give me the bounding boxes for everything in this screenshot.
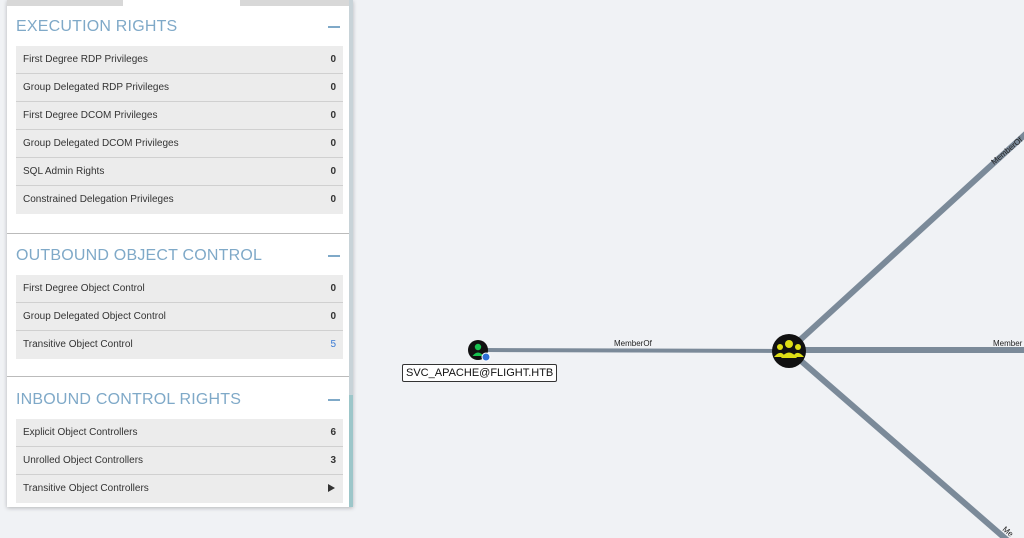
list-item[interactable]: Explicit Object Controllers 6 (16, 419, 343, 447)
section-header[interactable]: OUTBOUND OBJECT CONTROL (7, 229, 349, 265)
row-count: 0 (330, 54, 336, 65)
edge-memberof-main[interactable] (481, 348, 791, 353)
section-divider (7, 376, 353, 377)
row-count: 0 (330, 283, 336, 294)
row-list: First Degree RDP Privileges 0 Group Deleg… (16, 46, 343, 214)
node-info-panel: EXECUTION RIGHTS First Degree RDP Privil… (7, 0, 353, 507)
row-label: Group Delegated Object Control (23, 311, 166, 322)
panel-scrollbar[interactable] (349, 0, 353, 507)
user-node[interactable] (468, 340, 491, 362)
scrollbar-thumb[interactable] (349, 395, 353, 507)
tab-active[interactable] (123, 0, 240, 6)
row-list: First Degree Object Control 0 Group Deleg… (16, 275, 343, 359)
collapse-icon[interactable] (328, 255, 340, 257)
section-title: INBOUND CONTROL RIGHTS (16, 391, 242, 408)
row-label: Transitive Object Control (23, 339, 133, 350)
row-label: Transitive Object Controllers (23, 483, 149, 494)
list-item[interactable]: SQL Admin Rights 0 (16, 158, 343, 186)
owned-badge-icon (481, 352, 491, 362)
list-item[interactable]: Transitive Object Controllers (16, 475, 343, 503)
section-divider (7, 233, 353, 234)
user-icon (474, 343, 482, 351)
edge-label-right: Member (993, 339, 1023, 348)
section-title: OUTBOUND OBJECT CONTROL (16, 247, 263, 264)
row-count: 0 (330, 82, 336, 93)
edge-label-main: MemberOf (614, 339, 653, 348)
row-list: Explicit Object Controllers 6 Unrolled Ob… (16, 419, 343, 503)
collapse-icon[interactable] (328, 399, 340, 401)
tab-left[interactable] (7, 0, 123, 6)
row-count: 0 (330, 166, 336, 177)
list-item[interactable]: First Degree RDP Privileges 0 (16, 46, 343, 74)
section-inbound-control-rights: INBOUND CONTROL RIGHTS Explicit Object C… (7, 373, 349, 503)
row-label: Group Delegated RDP Privileges (23, 82, 170, 93)
tab-right[interactable] (240, 0, 353, 6)
row-label: First Degree Object Control (23, 283, 145, 294)
row-label: Group Delegated DCOM Privileges (23, 138, 179, 149)
edge-memberof-upper[interactable] (797, 130, 1024, 343)
row-count: 3 (330, 455, 336, 466)
edge-label-upper: MemberOf (990, 135, 1024, 167)
section-title: EXECUTION RIGHTS (16, 18, 178, 35)
list-item[interactable]: Constrained Delegation Privileges 0 (16, 186, 343, 214)
group-icon (774, 340, 804, 358)
list-item[interactable]: Group Delegated RDP Privileges 0 (16, 74, 343, 102)
row-label: SQL Admin Rights (23, 166, 105, 177)
list-item[interactable]: Unrolled Object Controllers 3 (16, 447, 343, 475)
row-label: Constrained Delegation Privileges (23, 194, 174, 205)
row-count: 0 (330, 311, 336, 322)
row-label: First Degree RDP Privileges (23, 54, 148, 65)
list-item[interactable]: Transitive Object Control 5 (16, 331, 343, 359)
group-node[interactable] (772, 334, 806, 368)
row-count: 0 (330, 194, 336, 205)
list-item[interactable]: Group Delegated Object Control 0 (16, 303, 343, 331)
edge-memberof-lower[interactable] (798, 357, 1024, 538)
row-label: First Degree DCOM Privileges (23, 110, 158, 121)
row-count: 0 (330, 138, 336, 149)
user-node-label[interactable]: SVC_APACHE@FLIGHT.HTB (402, 364, 558, 382)
section-header[interactable]: EXECUTION RIGHTS (7, 0, 349, 36)
row-count-link[interactable]: 5 (330, 339, 336, 350)
play-arrow-icon[interactable] (328, 484, 335, 492)
section-execution-rights: EXECUTION RIGHTS First Degree RDP Privil… (7, 0, 349, 214)
section-outbound-object-control: OUTBOUND OBJECT CONTROL First Degree Obj… (7, 229, 349, 359)
row-label: Unrolled Object Controllers (23, 455, 144, 466)
panel-tabs (7, 0, 353, 6)
list-item[interactable]: First Degree Object Control 0 (16, 275, 343, 303)
row-count: 6 (330, 427, 336, 438)
user-icon-body (472, 352, 484, 356)
section-header[interactable]: INBOUND CONTROL RIGHTS (7, 373, 349, 409)
row-count: 0 (330, 110, 336, 121)
collapse-icon[interactable] (328, 26, 340, 28)
list-item[interactable]: First Degree DCOM Privileges 0 (16, 102, 343, 130)
list-item[interactable]: Group Delegated DCOM Privileges 0 (16, 130, 343, 158)
row-label: Explicit Object Controllers (23, 427, 138, 438)
